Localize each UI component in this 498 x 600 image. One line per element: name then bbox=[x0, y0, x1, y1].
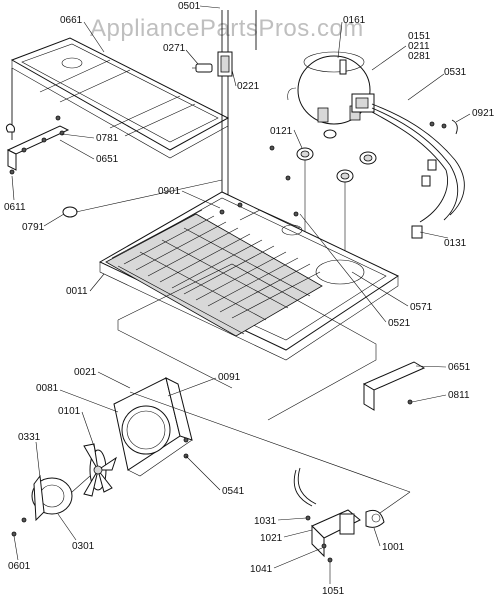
label-0651-right: 0651 bbox=[448, 362, 471, 373]
label-0271: 0271 bbox=[163, 43, 186, 54]
label-0501: 0501 bbox=[178, 1, 201, 12]
label-0161: 0161 bbox=[343, 15, 366, 26]
label-0521: 0521 bbox=[388, 318, 411, 329]
condenser-coil bbox=[105, 209, 323, 337]
label-0811: 0811 bbox=[448, 390, 470, 401]
ring-clamp bbox=[62, 206, 78, 218]
label-0281: 0281 bbox=[408, 51, 431, 62]
label-1021: 1021 bbox=[260, 533, 283, 544]
label-1051: 1051 bbox=[322, 586, 345, 597]
label-1001: 1001 bbox=[382, 542, 405, 553]
label-1031: 1031 bbox=[254, 516, 277, 527]
label-0611: 0611 bbox=[4, 202, 26, 213]
label-0301: 0301 bbox=[72, 541, 95, 552]
capacitor bbox=[192, 51, 233, 77]
grommets bbox=[296, 129, 377, 275]
watermark: AppliancePartsPros.com bbox=[90, 15, 364, 42]
label-0571: 0571 bbox=[410, 302, 433, 313]
label-0121: 0121 bbox=[270, 126, 293, 137]
label-0531: 0531 bbox=[444, 67, 467, 78]
label-1041: 1041 bbox=[250, 564, 273, 575]
label-0651-left: 0651 bbox=[96, 154, 119, 165]
wire-harness bbox=[371, 103, 465, 239]
leader-lines bbox=[11, 5, 471, 584]
label-0021: 0021 bbox=[74, 367, 97, 378]
label-0661: 0661 bbox=[60, 15, 83, 26]
label-0221: 0221 bbox=[237, 81, 260, 92]
leader-frame bbox=[117, 263, 377, 421]
label-0081: 0081 bbox=[36, 383, 59, 394]
label-0091: 0091 bbox=[218, 372, 241, 383]
label-0131: 0131 bbox=[444, 238, 467, 249]
label-0541: 0541 bbox=[222, 486, 245, 497]
label-0781: 0781 bbox=[96, 133, 119, 144]
label-0331: 0331 bbox=[18, 432, 41, 443]
left-bracket bbox=[5, 115, 70, 175]
base-screws bbox=[219, 145, 299, 217]
label-0101: 0101 bbox=[58, 406, 81, 417]
fan-leader bbox=[129, 391, 411, 493]
fan-shroud bbox=[113, 377, 193, 477]
label-0011: 0011 bbox=[66, 286, 88, 297]
fan-blade bbox=[83, 443, 117, 497]
compressor bbox=[287, 51, 375, 125]
fan-motor bbox=[11, 474, 91, 537]
label-0601: 0601 bbox=[8, 561, 31, 572]
label-0921: 0921 bbox=[472, 108, 495, 119]
switch-assembly bbox=[293, 467, 385, 563]
right-bracket bbox=[362, 361, 426, 411]
label-0151: 0151 bbox=[408, 31, 431, 42]
label-0791: 0791 bbox=[22, 222, 45, 233]
label-0211: 0211 bbox=[408, 41, 430, 52]
